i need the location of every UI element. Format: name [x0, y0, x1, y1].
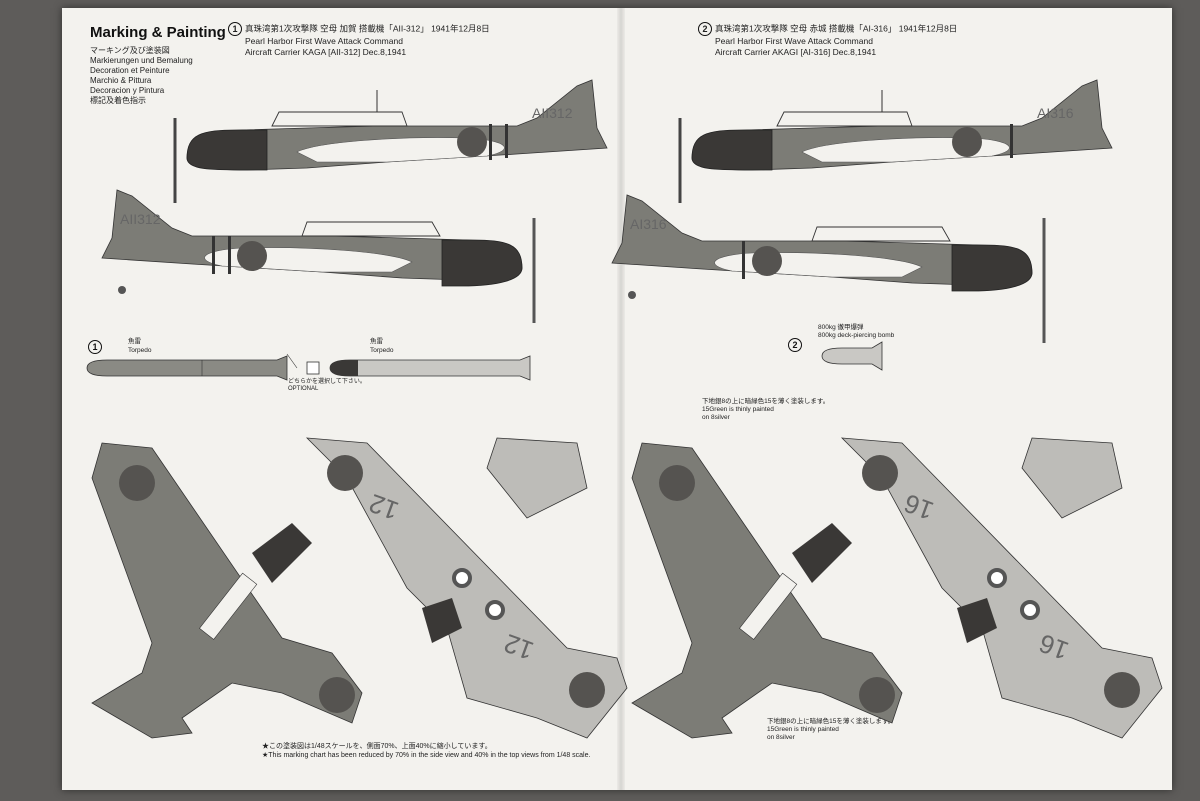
language-list: マーキング及び塗装図 Markierungen und Bemalung Dec…: [90, 46, 193, 106]
scheme1-line-en2: Aircraft Carrier KAGA [AII-312] Dec.8,19…: [245, 47, 407, 57]
scheme2-top-view: [631, 442, 903, 739]
bomb-scheme2-tag: 2: [788, 338, 802, 352]
language-es: Decoracion y Pintura: [90, 86, 165, 95]
scheme1-top-view: [91, 442, 363, 739]
paint-note-bottom: 下地銀8の上に暗緑色15を薄く塗装します。 15Green is thinly …: [767, 718, 895, 741]
paint-note-top: 下地銀8の上に暗緑色15を薄く塗装します。 15Green is thinly …: [702, 398, 830, 421]
scheme2-bottom-view: 16 16: [840, 437, 1163, 739]
torpedo-label-jp: 魚雷: [128, 338, 141, 345]
scheme1-line-en1: Pearl Harbor First Wave Attack Command: [245, 36, 403, 46]
language-it: Marchio & Pittura: [90, 76, 152, 85]
instruction-sheet: Marking & Painting マーキング及び塗装図 Markierung…: [62, 8, 1172, 790]
scheme1-number: 1: [228, 22, 242, 36]
torpedo-label-en: Torpedo: [128, 347, 152, 354]
scheme2-side-view-upper: AI316: [678, 79, 1113, 203]
scheme2-tail-code-lower: AI316: [630, 216, 667, 232]
bomb: [821, 341, 883, 371]
bomb-label-en: 800kg deck-piercing bomb: [818, 332, 895, 339]
scheme1-side-view-upper: AII312: [173, 79, 608, 203]
language-fr: Decoration et Peinture: [90, 66, 170, 75]
scheme1-bottom-view: 12 12: [305, 437, 628, 739]
bomb-label-jp: 800kg 徹甲爆弾: [818, 324, 864, 331]
scheme2-line-en2: Aircraft Carrier AKAGI [AI-316] Dec.8,19…: [715, 47, 877, 57]
scheme1-tail-code-upper: AII312: [532, 105, 573, 121]
language-zh: 標記及着色指示: [90, 96, 146, 105]
scheme2-line-jp: 真珠湾第1次攻撃隊 空母 赤城 搭載機「AI-316」 1941年12月8日: [715, 23, 958, 34]
page-fold: [617, 8, 625, 790]
torpedo-2: [329, 355, 531, 381]
language-jp: マーキング及び塗装図: [90, 46, 170, 55]
scheme1-line-jp: 真珠湾第1次攻撃隊 空母 加賀 搭載機「AII-312」 1941年12月8日: [245, 23, 490, 34]
scheme2-tail-code-upper: AI316: [1037, 105, 1074, 121]
torpedo-scheme1-tag: 1: [88, 340, 102, 354]
torpedo2-label-jp: 魚雷: [370, 338, 383, 345]
torpedo-1: [86, 353, 298, 381]
option-marker: [306, 361, 320, 375]
scale-footnote: ★この塗装図は1/48スケールを、側面70%、上面40%に縮小しています。 ★T…: [262, 743, 591, 759]
scheme1-tail-code-lower: AII312: [120, 211, 161, 227]
scheme2-side-view-lower: AI316: [611, 194, 1046, 343]
artwork: AII312 AII312 AI316: [86, 79, 1163, 739]
sheet-title: Marking & Painting: [90, 24, 226, 41]
optional-note: どちらかを選択して下さい。 OPTIONAL: [288, 379, 366, 392]
scheme2-number: 2: [698, 22, 712, 36]
scheme1-side-view-lower: AII312: [101, 189, 536, 323]
torpedo2-label-en: Torpedo: [370, 347, 394, 354]
language-de: Markierungen und Bemalung: [90, 56, 193, 65]
scheme2-line-en1: Pearl Harbor First Wave Attack Command: [715, 36, 873, 46]
